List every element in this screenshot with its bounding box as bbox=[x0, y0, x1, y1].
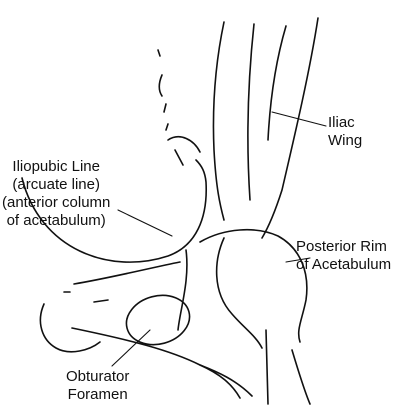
label-posterior-rim-line-2: of Acetabulum bbox=[296, 256, 391, 274]
femoral-line-2 bbox=[292, 350, 310, 404]
iliac-wing-inner-contour-2 bbox=[268, 26, 286, 140]
sacroiliac-joint-tick bbox=[175, 150, 183, 165]
label-iliopubic-line-3: (anterior column bbox=[2, 194, 110, 212]
label-obturator-line-2: Foramen bbox=[66, 386, 129, 404]
label-iliopubic-line: Iliopubic Line (arcuate line) (anterior … bbox=[2, 158, 110, 230]
label-obturator-foramen: Obturator Foramen bbox=[66, 368, 129, 404]
label-posterior-rim-line-1: Posterior Rim bbox=[296, 238, 391, 256]
acetabulum-outline bbox=[200, 230, 307, 342]
label-iliopubic-line-2: (arcuate line) bbox=[2, 176, 110, 194]
label-obturator-line-1: Obturator bbox=[66, 368, 129, 386]
pubic-ramus-mark-2 bbox=[94, 300, 108, 302]
iliac-wing-inner-contour-1 bbox=[248, 24, 254, 200]
pubic-ramus-upper bbox=[74, 262, 180, 284]
leader-iliopubic bbox=[118, 210, 172, 236]
iliac-wing-right-edge bbox=[262, 18, 318, 238]
acetabulum-inner-curve bbox=[217, 238, 262, 348]
label-iliac-wing-line-1: Iliac bbox=[328, 114, 362, 132]
label-posterior-rim: Posterior Rim of Acetabulum bbox=[296, 238, 391, 274]
iliac-wing-left-edge bbox=[213, 22, 224, 220]
sacral-fragment-1 bbox=[158, 50, 160, 56]
sacral-fragment-3 bbox=[164, 104, 166, 112]
femoral-line-1 bbox=[266, 330, 268, 404]
sacroiliac-joint-curve bbox=[168, 137, 200, 152]
label-iliopubic-line-4: of acetabulum) bbox=[2, 212, 110, 230]
pubis-left-end bbox=[40, 304, 100, 352]
sacral-fragment-2 bbox=[159, 75, 162, 96]
label-iliopubic-line-1: Iliopubic Line bbox=[2, 158, 110, 176]
label-iliac-wing: Iliac Wing bbox=[328, 114, 362, 150]
label-iliac-wing-line-2: Wing bbox=[328, 132, 362, 150]
sacral-fragment-4 bbox=[166, 124, 168, 130]
